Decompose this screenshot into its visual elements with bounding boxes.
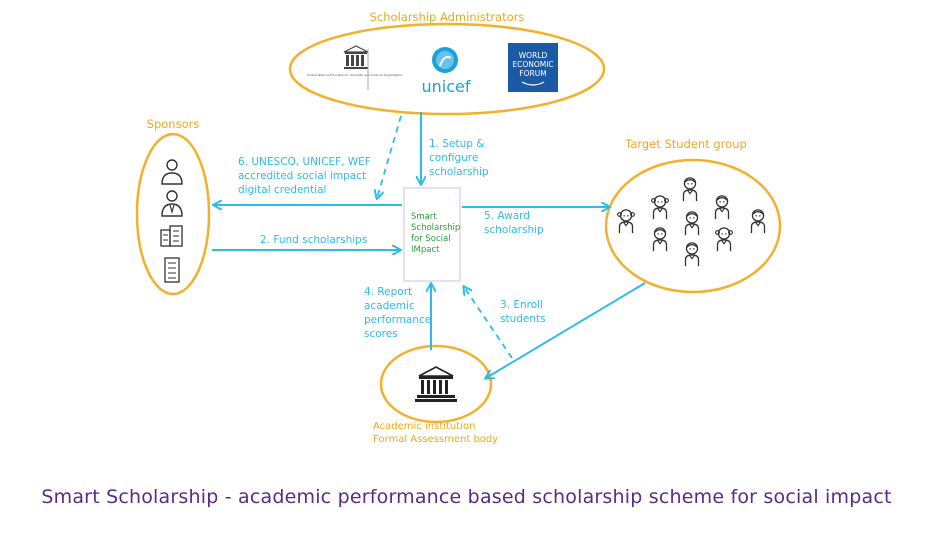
svg-text:scholarship: scholarship: [429, 166, 489, 178]
svg-text:3. Enroll: 3. Enroll: [500, 299, 543, 311]
student-icon: [750, 209, 766, 234]
step-5-label: 5. Award scholarship: [484, 210, 544, 236]
institution-label-line1: Academic institution: [373, 421, 475, 432]
student-icon: [714, 195, 730, 220]
center-box-line: Smart: [411, 212, 437, 222]
svg-text:scores: scores: [364, 328, 398, 340]
institution-label-line2: Formal Assessment body: [373, 434, 498, 445]
arrow-credential-dashed: [377, 115, 402, 198]
sponsors-label: Sponsors: [147, 117, 200, 131]
center-box-line: Scholarship: [411, 223, 460, 233]
svg-text:5. Award: 5. Award: [484, 210, 530, 222]
person-icon: [161, 159, 183, 185]
student-icon: [652, 227, 668, 252]
tower-building-icon: [164, 257, 180, 283]
student-icon: [650, 195, 670, 220]
unicef-logo: unicef: [422, 47, 471, 96]
svg-text:scholarship: scholarship: [484, 224, 544, 236]
student-icon: [714, 227, 734, 252]
sponsors-ellipse: [135, 132, 211, 296]
svg-text:configure: configure: [429, 152, 478, 164]
svg-text:6. UNESCO, UNICEF, WEF: 6. UNESCO, UNICEF, WEF: [238, 156, 371, 168]
svg-text:students: students: [500, 313, 546, 325]
svg-text:accredited social impact: accredited social impact: [238, 170, 366, 182]
arrow-students-to-institution: [486, 282, 646, 378]
step-6-label: 6. UNESCO, UNICEF, WEF accredited social…: [238, 156, 371, 196]
admins-label: Scholarship Administrators: [370, 10, 525, 24]
step-2-label: 2. Fund scholarships: [260, 234, 367, 246]
students-ellipse: [604, 158, 782, 294]
smart-scholarship-box: [403, 187, 461, 282]
step-3-label: 3. Enroll students: [500, 299, 546, 325]
admins-ellipse: [288, 22, 606, 116]
svg-text:digital credential: digital credential: [238, 184, 326, 196]
svg-text:1. Setup &: 1. Setup &: [429, 138, 484, 150]
wef-line-1: WORLD: [519, 51, 548, 60]
institution-ellipse: [379, 344, 493, 424]
svg-text:4. Report: 4. Report: [364, 286, 412, 298]
unicef-wordmark: unicef: [422, 77, 471, 96]
svg-text:academic: academic: [364, 300, 415, 312]
wef-line-3: FORUM: [519, 69, 546, 78]
office-buildings-icon: [160, 225, 183, 247]
unesco-logo: United Nations Educational, Scientific a…: [307, 45, 403, 90]
svg-text:performance: performance: [364, 314, 431, 326]
wef-logo: WORLD ECONOMIC FORUM: [508, 43, 558, 92]
arrow-enroll-dashed: [464, 287, 513, 359]
businessperson-icon: [161, 190, 183, 217]
center-box-line: for Social: [411, 234, 451, 244]
diagram-caption: Smart Scholarship - academic performance…: [41, 486, 892, 508]
center-box-line: IMpact: [411, 245, 440, 255]
step-1-label: 1. Setup & configure scholarship: [429, 138, 489, 178]
students-label: Target Student group: [624, 137, 747, 151]
unesco-caption: United Nations Educational, Scientific a…: [307, 73, 403, 77]
student-icon: [616, 209, 636, 234]
step-4-label: 4. Report academic performance scores: [364, 286, 431, 340]
student-icon: [682, 177, 698, 202]
wef-line-2: ECONOMIC: [512, 60, 553, 69]
student-icon: [684, 211, 700, 236]
student-icon: [684, 242, 700, 267]
institution-building-icon: [415, 366, 457, 402]
svg-text:2. Fund scholarships: 2. Fund scholarships: [260, 234, 367, 246]
